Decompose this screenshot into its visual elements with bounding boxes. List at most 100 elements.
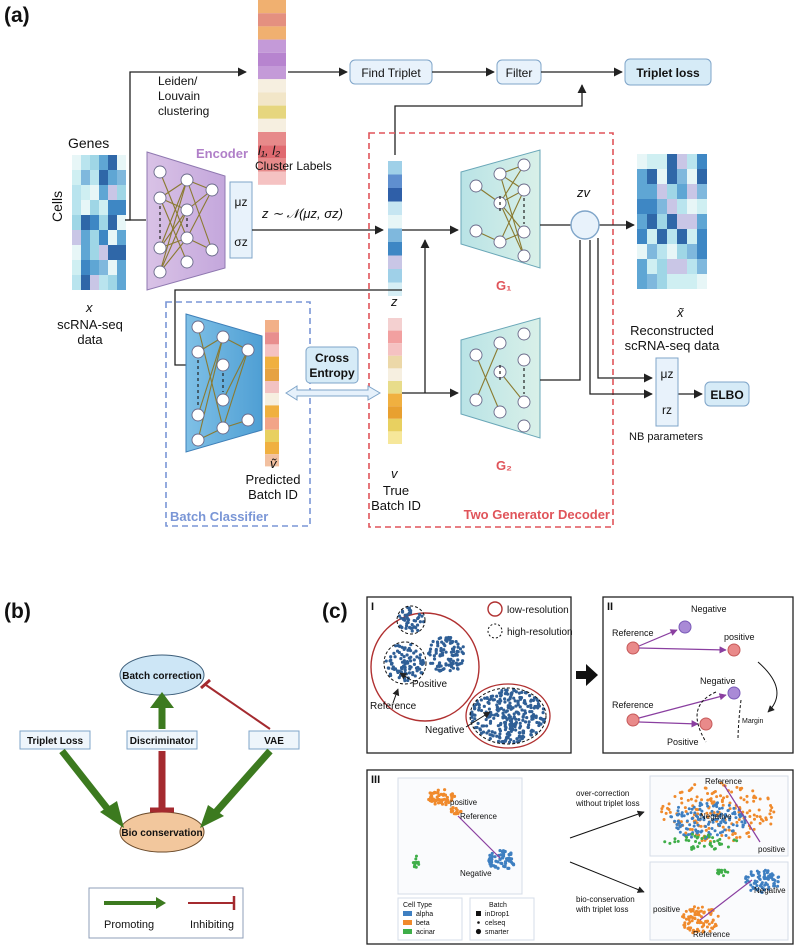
scatter-point: [460, 661, 464, 665]
scatter-point: [442, 648, 446, 652]
scatter-point: [499, 690, 504, 695]
x-tilde-symbol: x̃: [676, 305, 684, 320]
strip-segment: [265, 454, 279, 467]
scatter-point: [512, 688, 516, 692]
strip-segment: [388, 318, 402, 331]
scatter-point: [694, 814, 698, 818]
scatter-point: [529, 733, 533, 737]
scatter-point: [731, 823, 735, 827]
network-edge: [197, 336, 224, 416]
scatter-point: [727, 825, 731, 829]
scatter-point: [491, 694, 495, 698]
scatter-point: [455, 649, 459, 653]
scatter-point: [690, 807, 694, 811]
scatter-point: [402, 677, 407, 681]
scatter-point: [716, 810, 720, 814]
scatter-point: [716, 817, 720, 821]
scatter-point: [735, 836, 739, 840]
strip-segment: [388, 201, 402, 215]
network-edge: [159, 209, 188, 273]
scatter-point: [417, 612, 422, 617]
scatter-point: [745, 794, 749, 798]
clustering-line3: clustering: [158, 104, 209, 118]
scatter-point: [503, 697, 507, 701]
network-edge: [159, 171, 188, 239]
heatmap-cell: [99, 230, 108, 245]
scatter-point: [456, 811, 460, 816]
scatter-point: [454, 640, 458, 644]
classifier-network: [191, 320, 255, 447]
scatter-point: [696, 906, 700, 910]
batch-dot-marker: [477, 921, 480, 924]
scatter-point: [747, 835, 751, 839]
scatter-point: [505, 688, 509, 692]
scatter-point: [511, 862, 516, 866]
scatter-point: [700, 905, 704, 909]
strip-segment: [258, 66, 286, 80]
network-edge: [475, 354, 501, 413]
scatter-point: [759, 817, 763, 821]
vae-node-label: VAE: [264, 736, 284, 747]
strip-segment: [258, 105, 286, 119]
scatter-point: [686, 827, 690, 831]
heatmap-cell: [677, 199, 687, 214]
heatmap-cell: [657, 274, 667, 289]
scatter-point: [403, 668, 407, 672]
scatter-point: [490, 851, 494, 856]
scatter-point: [749, 821, 753, 825]
scatter-point: [684, 838, 688, 842]
scatter-point: [445, 799, 449, 803]
scatter-point: [420, 614, 424, 618]
scatter-point: [688, 908, 692, 912]
network-node: [180, 173, 194, 187]
scatter-point: [539, 722, 543, 726]
scatter-point: [443, 788, 447, 792]
scatter-point: [452, 794, 457, 799]
heatmap-cell: [99, 170, 108, 185]
scatter-point: [721, 830, 725, 834]
scatter-point: [745, 879, 749, 883]
scatter-point: [474, 702, 478, 707]
strip-segment: [258, 79, 286, 93]
scatter-point: [479, 698, 483, 702]
heatmap-cell: [72, 200, 81, 215]
panel-c-box-2: [602, 596, 794, 754]
clustering-line1: Leiden/: [158, 74, 198, 88]
scatter-point: [673, 794, 677, 798]
mu-sigma-box: [229, 181, 253, 259]
scatter-point: [751, 789, 755, 793]
scatter-point: [694, 839, 698, 843]
scatter-point: [405, 616, 409, 620]
scatter-point: [439, 653, 443, 658]
strip-segment: [258, 52, 286, 66]
scatter-point: [715, 833, 719, 837]
scatter-point: [400, 652, 404, 657]
scatter-point: [493, 865, 497, 869]
scatter-point: [691, 916, 695, 920]
scatter-point: [452, 650, 456, 654]
scatter-point: [705, 925, 709, 929]
scatter-point: [530, 717, 534, 721]
scatter-point: [689, 835, 693, 839]
scatter-point: [528, 710, 532, 714]
scatter-point: [757, 808, 761, 812]
scatter-point: [680, 811, 684, 815]
scatter-point: [670, 815, 674, 819]
scatter-point: [515, 737, 519, 741]
scatter-point: [418, 667, 422, 671]
scatter-point: [693, 821, 697, 825]
heatmap-cell: [687, 214, 697, 229]
heatmap-cell: [108, 155, 117, 170]
scatter-point: [708, 929, 712, 933]
scatter-point: [414, 857, 418, 861]
scatter-point: [449, 635, 453, 640]
scatter-point: [450, 809, 454, 813]
heatmap-cell: [677, 274, 687, 289]
heatmap-cell: [647, 184, 657, 199]
elbo-label: ELBO: [710, 388, 743, 402]
scatter-point: [667, 802, 671, 806]
scatter-point: [420, 662, 424, 666]
scatter-point: [760, 891, 764, 895]
network-node: [517, 419, 531, 433]
scatter-point: [408, 625, 412, 630]
